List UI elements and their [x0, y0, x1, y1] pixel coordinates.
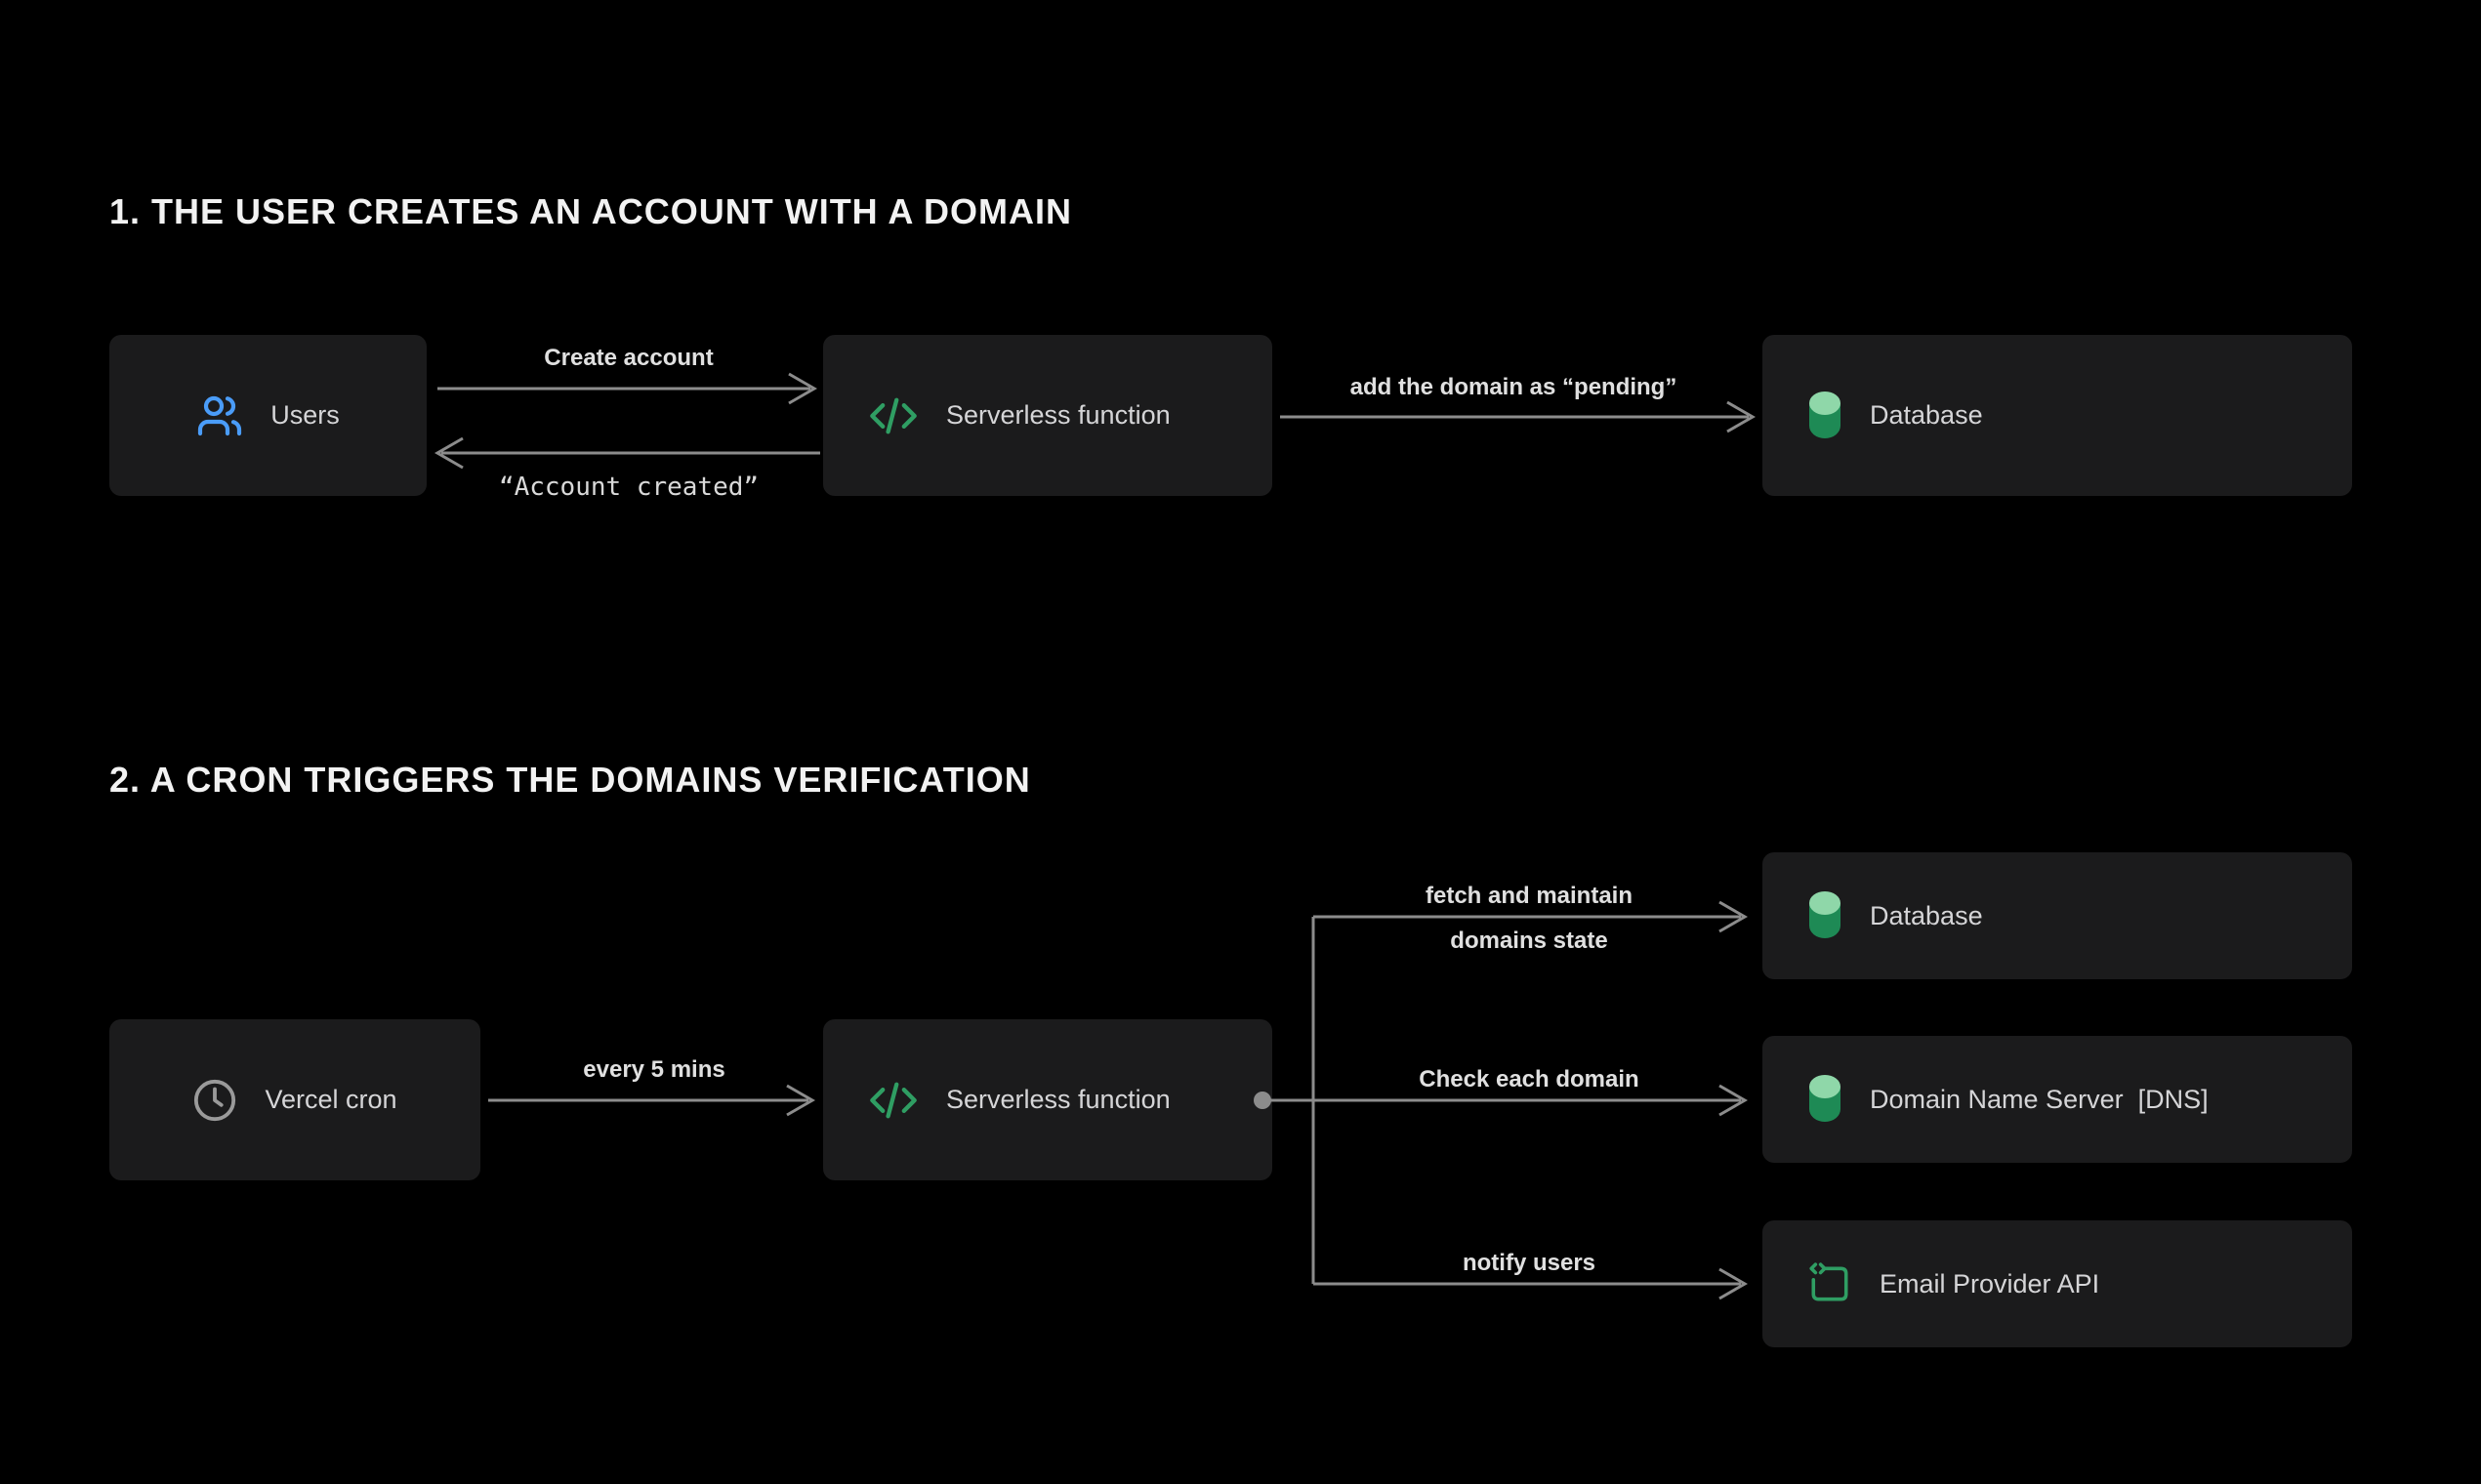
database-cylinder-icon	[1807, 890, 1842, 941]
node-label: Serverless function	[946, 1085, 1171, 1114]
database-cylinder-icon	[1807, 391, 1842, 441]
node-serverless-function-2: Serverless function	[823, 1019, 1272, 1180]
arrow-add-pending	[1280, 400, 1757, 433]
arrow-every-5-mins	[488, 1084, 816, 1117]
clock-icon	[192, 1078, 237, 1123]
node-database-2: Database	[1762, 852, 2352, 979]
edge-label-check-domain: Check each domain	[1419, 1066, 1639, 1092]
node-database-1: Database	[1762, 335, 2352, 496]
node-email-provider-api: Email Provider API	[1762, 1220, 2352, 1347]
arrow-create-account	[437, 372, 818, 405]
branch-connector	[1254, 900, 1749, 1300]
users-icon	[196, 392, 243, 439]
node-label: Email Provider API	[1880, 1268, 2100, 1298]
edge-label-notify-users: notify users	[1462, 1250, 1596, 1276]
node-vercel-cron: Vercel cron	[109, 1019, 480, 1180]
node-label: Database	[1870, 400, 1983, 430]
arrow-account-created	[434, 436, 820, 470]
section-1-title: 1. THE USER CREATES AN ACCOUNT WITH A DO…	[109, 191, 1072, 231]
node-label: Database	[1870, 900, 1983, 930]
section-2-title: 2. A CRON TRIGGERS THE DOMAINS VERIFICAT…	[109, 760, 1031, 800]
code-icon	[868, 1075, 919, 1126]
node-label: Domain Name Server [DNS]	[1870, 1084, 2209, 1114]
node-label: Vercel cron	[265, 1085, 397, 1114]
node-users: Users	[109, 335, 427, 496]
node-dns: Domain Name Server [DNS]	[1762, 1036, 2352, 1163]
database-cylinder-icon	[1807, 1074, 1842, 1125]
node-serverless-function-1: Serverless function	[823, 335, 1272, 496]
edge-label-every-5-mins: every 5 mins	[583, 1056, 725, 1083]
node-label: Users	[270, 400, 340, 430]
edge-label-fetch-line1: fetch and maintain	[1425, 883, 1633, 909]
edge-label-fetch-line2: domains state	[1450, 928, 1608, 954]
template-brackets-icon	[1807, 1261, 1852, 1306]
code-icon	[868, 391, 919, 441]
edge-label-account-created: “Account created”	[498, 473, 760, 502]
edge-label-add-pending: add the domain as “pending”	[1349, 374, 1677, 400]
edge-label-create-account: Create account	[544, 345, 714, 371]
node-label: Serverless function	[946, 400, 1171, 430]
